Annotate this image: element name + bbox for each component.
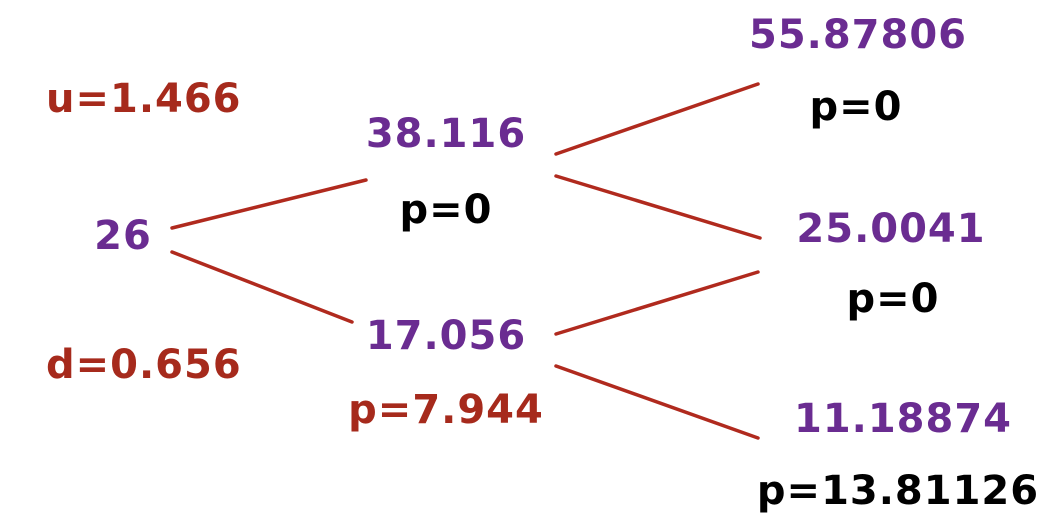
- updown-node-payoff: p=0: [846, 276, 940, 322]
- edge-root-up: [170, 178, 368, 230]
- up-factor-label: u=1.466: [46, 76, 242, 122]
- edge-up-updown: [554, 174, 762, 240]
- updown-node-price: 25.0041: [796, 206, 986, 252]
- edge-root-down: [170, 250, 354, 324]
- downdown-node-payoff: p=13.81126: [756, 468, 1040, 514]
- upup-node-price: 55.87806: [748, 12, 968, 58]
- down-node-payoff: p=7.944: [348, 387, 544, 433]
- up-node-payoff: p=0: [399, 187, 493, 233]
- down-node-price: 17.056: [365, 313, 527, 359]
- up-node-price: 38.116: [365, 111, 527, 157]
- edge-up-upup: [554, 82, 760, 156]
- edge-down-updown: [554, 270, 760, 336]
- upup-node-payoff: p=0: [809, 84, 903, 130]
- edge-down-downdown: [554, 364, 760, 440]
- down-factor-label: d=0.656: [46, 342, 242, 388]
- root-node-price: 26: [94, 213, 152, 259]
- downdown-node-price: 11.18874: [793, 396, 1013, 442]
